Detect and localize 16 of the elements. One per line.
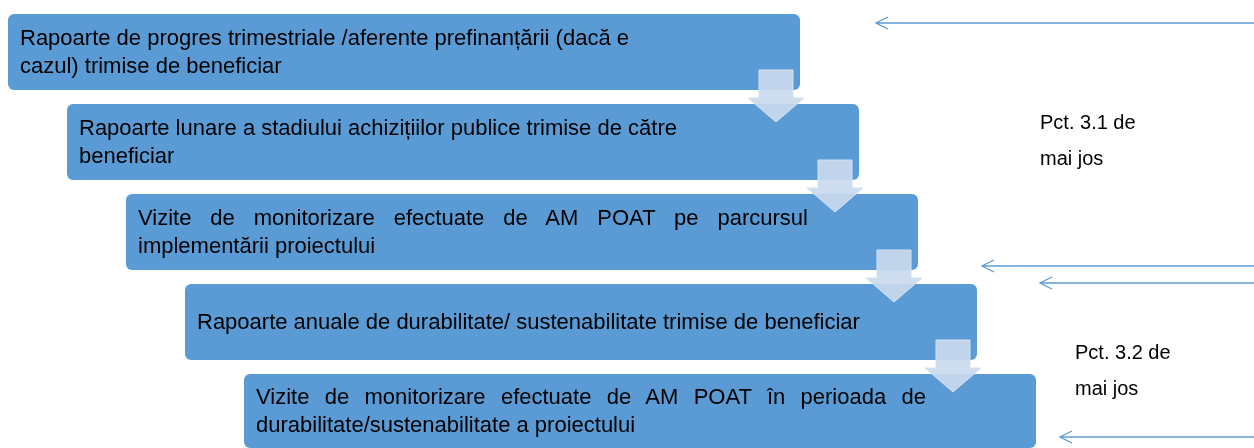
process-box bbox=[126, 194, 918, 270]
process-box bbox=[185, 284, 977, 360]
process-box bbox=[67, 104, 859, 180]
block-arrow bbox=[924, 339, 982, 393]
block-arrow bbox=[865, 249, 923, 303]
note-text: Pct. 3.1 de mai jos bbox=[1040, 110, 1137, 171]
box-text: Vizite de monitorizare efectuate de AM POAT pe parcursul implementării proiectului bbox=[138, 204, 808, 260]
process-box bbox=[8, 14, 800, 90]
box-text: Rapoarte lunare a stadiului achizițiilor publice trimise de către beneficiar bbox=[79, 114, 678, 170]
block-arrow bbox=[747, 69, 805, 123]
box-text: Vizite de monitorizare efectuate de AM POAT în perioada de durabilitate/sustenabilitate a proiectului bbox=[256, 383, 926, 439]
block-arrow bbox=[806, 159, 864, 213]
box-text: Rapoarte de progres trimestriale /aferente prefinanțării (dacă e cazul) trimise de beneficiar bbox=[20, 24, 630, 80]
note-text: Pct. 3.2 de mai jos bbox=[1075, 340, 1172, 401]
process-box bbox=[244, 374, 1036, 448]
box-text: Rapoarte anuale de durabilitate/ sustenabilitate trimise de beneficiar bbox=[197, 308, 861, 336]
